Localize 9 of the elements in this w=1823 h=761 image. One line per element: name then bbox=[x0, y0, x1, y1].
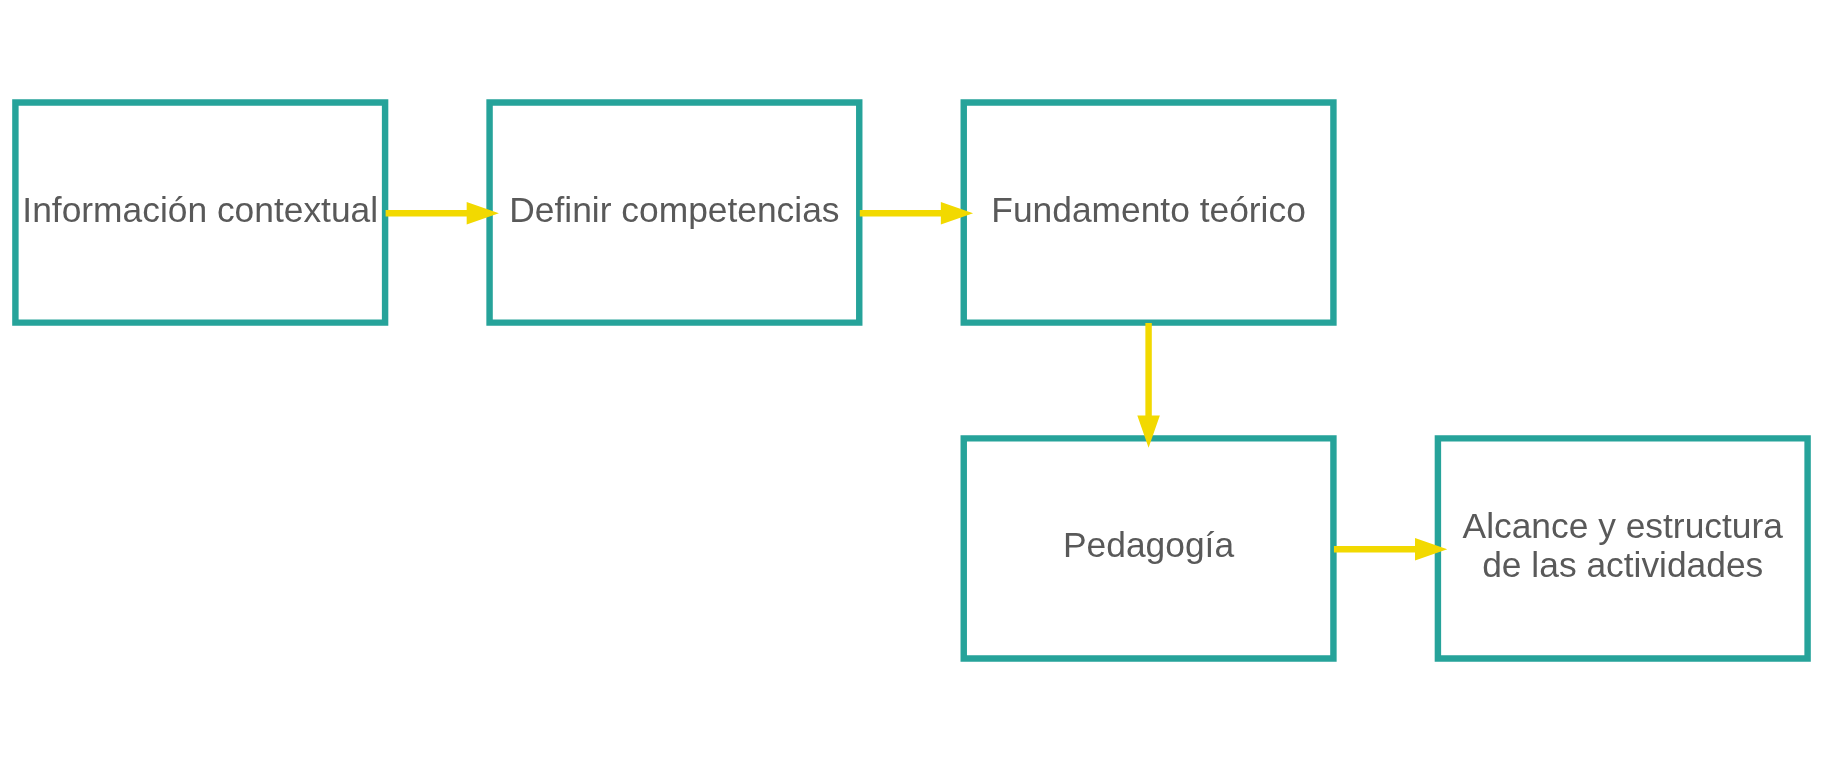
arrow bbox=[859, 202, 974, 225]
node-box: Información contextual bbox=[12, 99, 389, 326]
node-box: Fundamento teórico bbox=[960, 99, 1337, 326]
arrow bbox=[1137, 323, 1160, 448]
node-box: Pedagogía bbox=[960, 435, 1337, 662]
node-box: Alcance y estructura de las actividades bbox=[1434, 435, 1811, 662]
arrow bbox=[385, 202, 499, 225]
arrow bbox=[1333, 538, 1448, 561]
node-box: Definir competencias bbox=[486, 99, 863, 326]
